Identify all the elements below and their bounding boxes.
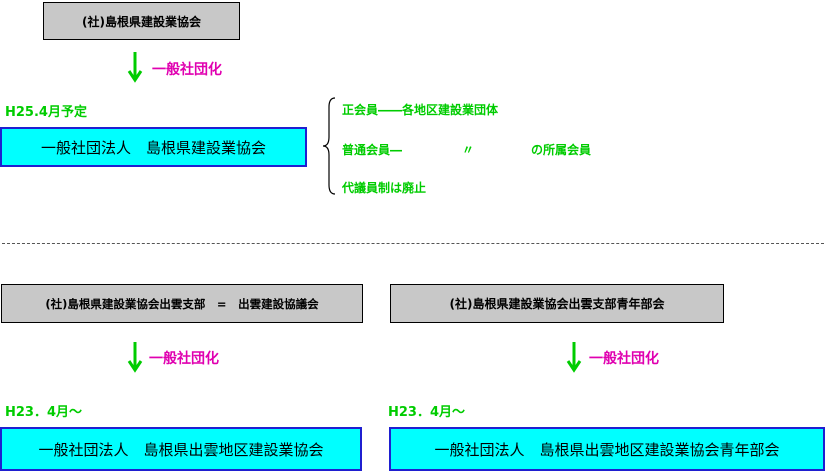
bottom-right-date-label: H23．4月～ xyxy=(388,405,466,420)
bottom-left-new-label: 一般社団法人 島根県出雲地区建設業協会 xyxy=(38,440,324,459)
top-arrow-icon xyxy=(127,52,143,83)
note-line1: 正会員――各地区建設業団体 xyxy=(342,103,499,117)
top-assoc-label: (社)島根県建設業協会 xyxy=(82,14,201,29)
note-line3: 代議員制は廃止 xyxy=(342,181,427,195)
bottom-left-date-label: H23．4月～ xyxy=(5,405,83,420)
top-assoc-box: (社)島根県建設業協会 xyxy=(43,2,240,40)
bottom-left-new-box: 一般社団法人 島根県出雲地区建設業協会 xyxy=(0,427,362,471)
bottom-left-arrow-icon xyxy=(127,342,143,373)
note-line2-left: 普通会員― xyxy=(342,143,403,157)
bottom-right-assoc-label: (社)島根県建設業協会出雲支部青年部会 xyxy=(449,297,665,311)
note-line2-right: の所属会員 xyxy=(531,143,592,157)
bottom-right-assoc-box: (社)島根県建設業協会出雲支部青年部会 xyxy=(390,284,724,323)
bottom-left-assoc-label: (社)島根県建設業協会出雲支部 = 出雲建設協議会 xyxy=(45,296,319,311)
top-date-label: H25.4月予定 xyxy=(5,105,87,120)
note-line2-mid: 〃 xyxy=(462,143,475,157)
top-new-label: 一般社団法人 島根県建設業協会 xyxy=(40,138,266,157)
bottom-left-change-label: 一般社団化 xyxy=(149,351,219,367)
bottom-right-arrow-icon xyxy=(566,342,582,373)
bottom-right-new-label: 一般社団法人 島根県出雲地区建設業協会青年部会 xyxy=(434,440,780,459)
top-change-label: 一般社団化 xyxy=(152,62,222,78)
section-divider xyxy=(2,243,824,244)
top-new-box: 一般社団法人 島根県建設業協会 xyxy=(0,127,307,167)
bottom-right-change-label: 一般社団化 xyxy=(589,351,659,367)
bottom-right-new-box: 一般社団法人 島根県出雲地区建設業協会青年部会 xyxy=(389,427,825,471)
brace-icon xyxy=(322,97,336,195)
bottom-left-assoc-box: (社)島根県建設業協会出雲支部 = 出雲建設協議会 xyxy=(1,284,363,323)
